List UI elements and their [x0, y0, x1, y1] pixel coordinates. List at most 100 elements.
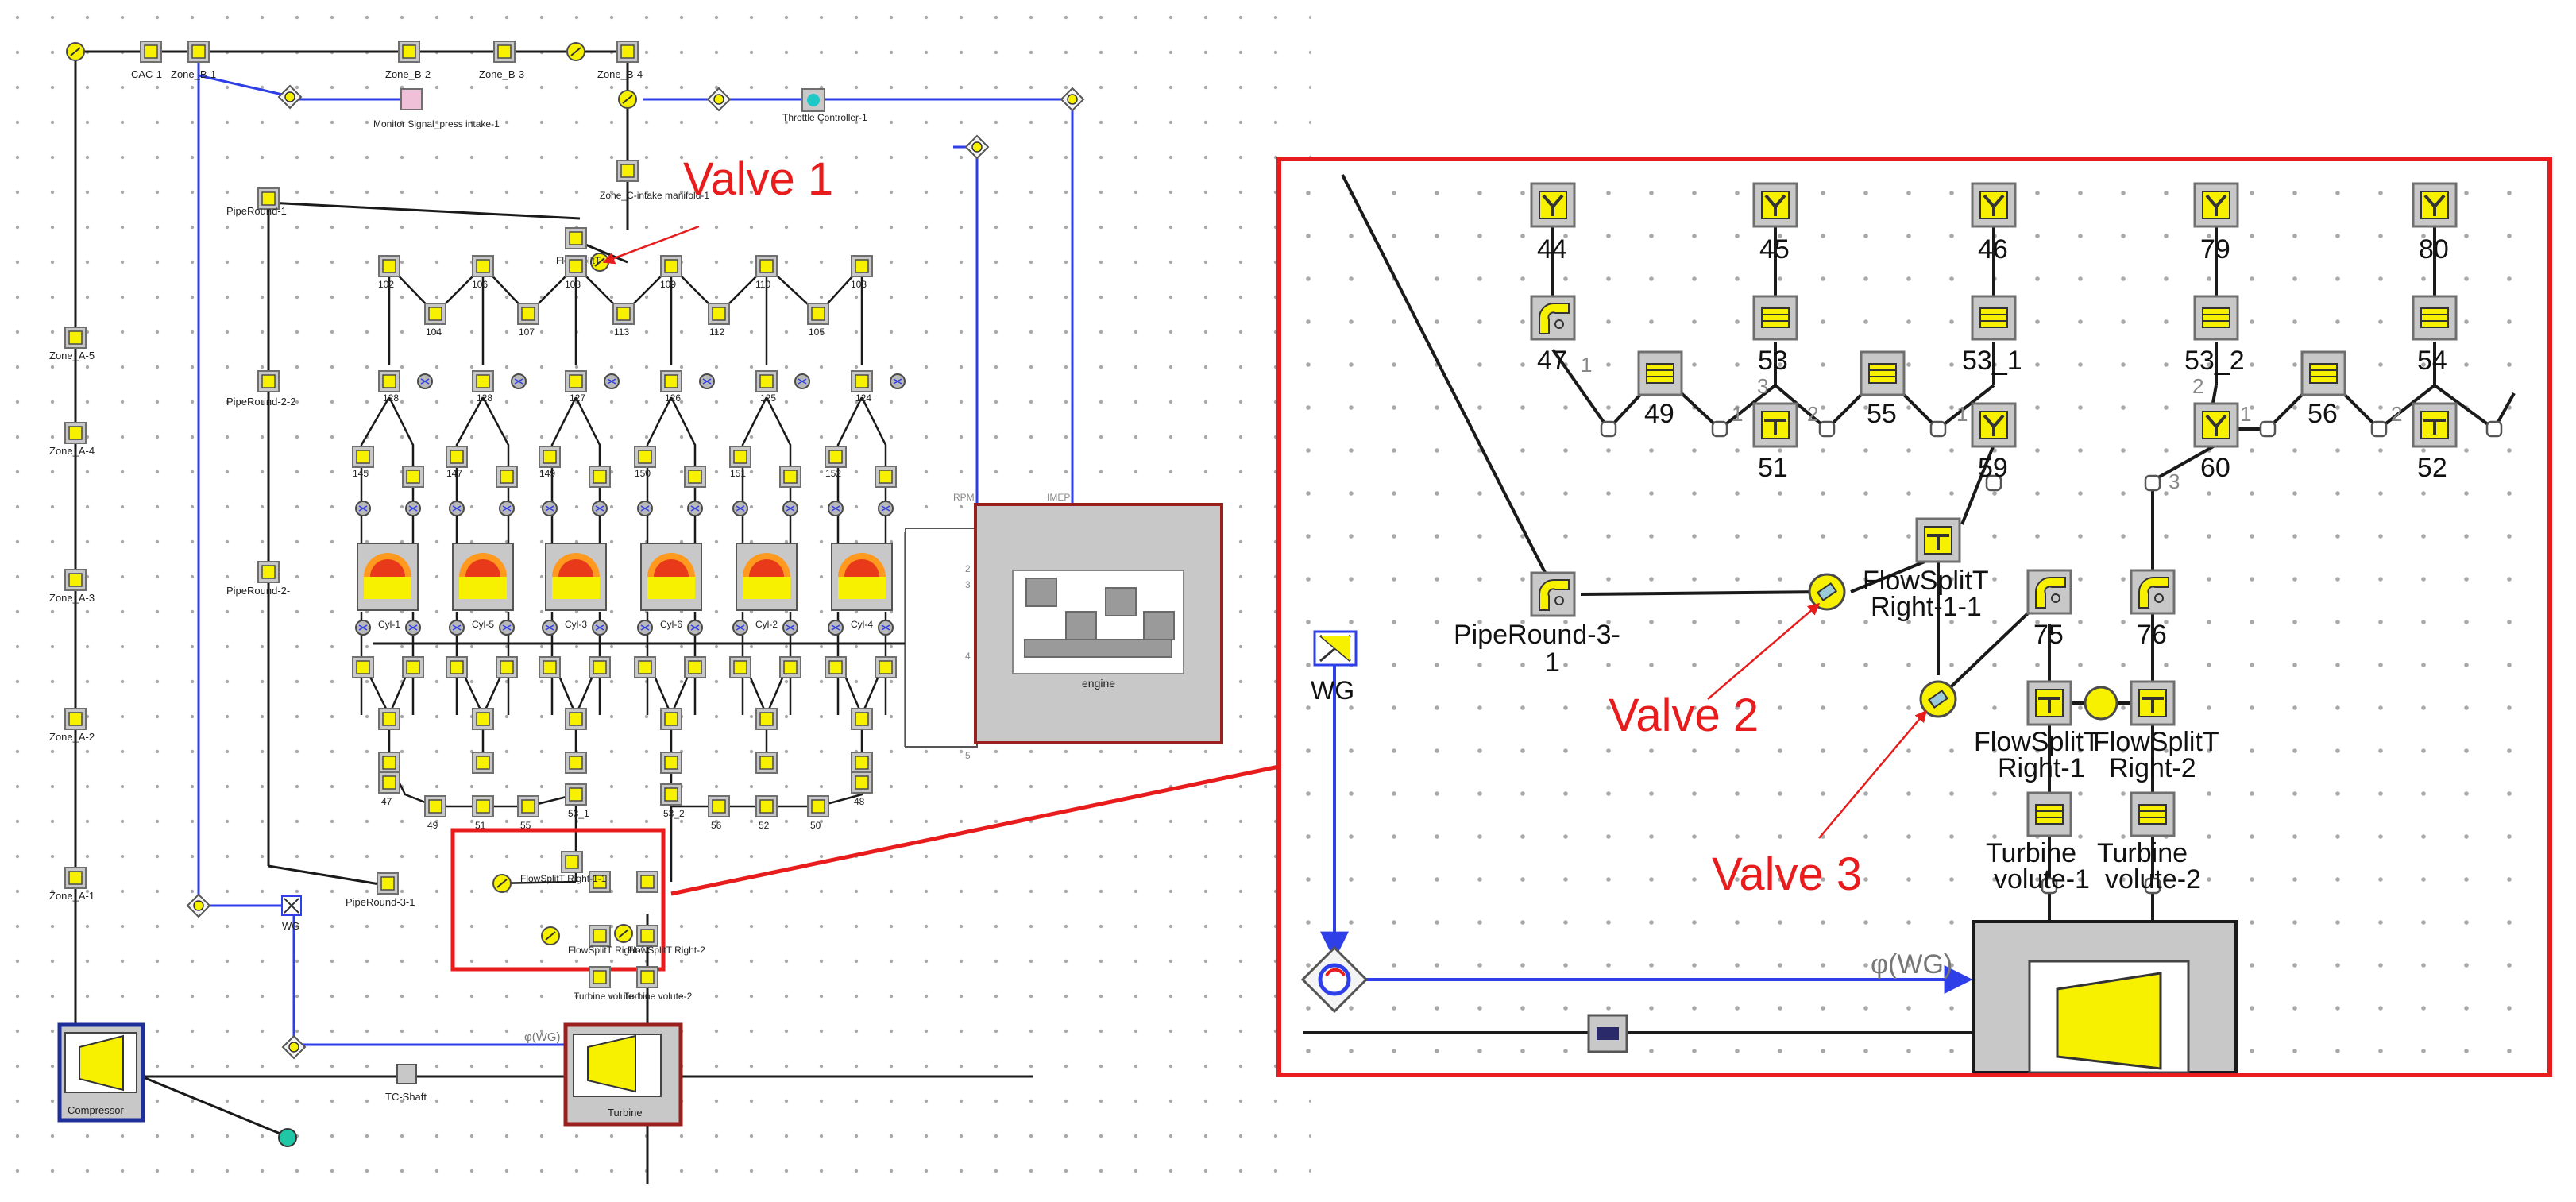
label-turbine-volute-2-line2: volute-2	[2105, 864, 2201, 895]
intake-valve-a-5	[828, 501, 844, 516]
runner-row3-2	[565, 370, 587, 392]
label-53-2: 53_2	[2184, 346, 2245, 376]
monitor-icon[interactable]	[400, 88, 423, 110]
label-flow-split-right-2: FlowSplitT Right-2	[628, 945, 705, 956]
compressor-block[interactable]: Compressor	[57, 1022, 145, 1123]
injector-4	[794, 373, 810, 389]
label-runner-mid-3: 112	[709, 327, 724, 338]
label-runner-mid-1: 107	[519, 327, 535, 338]
label-flow-split-1-line2: Right-1	[1998, 753, 2085, 783]
label-54: 54	[2417, 346, 2447, 376]
label-port-5: 5	[965, 750, 971, 761]
label-pipe-round-2: PipeRound-2-	[226, 585, 290, 597]
runner-top-1	[472, 255, 494, 277]
label-cylinder-0: Cyl-1	[378, 619, 400, 630]
label-exhaust-6: 56	[711, 820, 722, 831]
label-zone-a-5: Zone_A-5	[49, 350, 95, 361]
zoom-turbine[interactable]	[1972, 920, 2238, 1074]
label-52: 52	[2417, 453, 2447, 483]
wastegate[interactable]: WG φ(WG)	[187, 894, 561, 1059]
label-valve-1: Valve 1	[683, 153, 833, 205]
label-runner-row3-2: 127	[570, 392, 585, 404]
exhaust-port-a-0	[352, 656, 374, 678]
injector-5	[890, 373, 906, 389]
label-80: 80	[2419, 234, 2449, 265]
exhaust-flow-split: FlowSplitT Right-1-1 FlowSplitT Right-1 …	[450, 828, 705, 1002]
exhaust-valve-b-4	[782, 620, 798, 636]
exhaust-runner-4	[755, 752, 778, 774]
label-runner-mid-2: 113	[614, 327, 629, 338]
injector-0	[417, 373, 433, 389]
label-exhaust-8: 50	[810, 820, 821, 831]
label-56: 56	[2308, 399, 2338, 429]
runner-row4b-3	[684, 466, 706, 488]
exhaust-merge-1	[472, 708, 494, 730]
label-manifold: Zone_C-intake manifold-1	[600, 190, 709, 201]
exhaust-collector-3	[517, 795, 539, 817]
label-flow-split-1-1: FlowSplitT Right-1-1	[1863, 566, 1996, 622]
exhaust-collector-9	[851, 771, 873, 794]
label-45: 45	[1759, 234, 1790, 265]
runner-mid-0	[424, 303, 446, 325]
turbine-block[interactable]: Turbine	[563, 1022, 683, 1127]
label-runner-row4-2: 149	[539, 468, 555, 479]
label-runner-top-3: 109	[660, 279, 676, 290]
port-2a: 2	[1807, 402, 1818, 426]
exhaust-valve-b-5	[878, 620, 894, 636]
intake-valve-a-3	[637, 501, 653, 516]
runner-row3-5	[851, 370, 873, 392]
zoom-third-row: 49 55 56 51 59 60 52 1 3 2 1 2 1 3 2 1	[1581, 350, 2503, 493]
label-turbine-volute-1-line2: volute-1	[1994, 864, 2090, 895]
label-exhaust-5: 53_2	[663, 808, 685, 819]
label-monitor: Monitor Signal_press intake-1	[373, 118, 500, 129]
zoom-panel: 44 45 46 79 80 47 53 53_1 53_2 54	[1276, 157, 2552, 1077]
exhaust-collector-5	[660, 783, 682, 806]
label-flow-split-2: FlowSplitT Right-2	[2093, 727, 2226, 783]
zoom-second-row: 47 53 53_1 53_2 54	[1530, 295, 2458, 376]
label-79: 79	[2200, 234, 2230, 265]
zoom-wastegate[interactable]: WG φ(WG)	[1300, 630, 1952, 1053]
label-cylinder-1: Cyl-5	[472, 619, 494, 630]
label-exhaust-9: 48	[854, 796, 865, 807]
exhaust-valve-a-5	[828, 620, 844, 636]
label-zone-b-3: Zone_B-3	[479, 68, 524, 80]
port-1b: 1	[1732, 402, 1743, 426]
label-runner-top-1: 106	[472, 279, 488, 290]
label-60: 60	[2200, 453, 2230, 483]
label-flow-split-2-line2: Right-2	[2109, 753, 2196, 783]
label-port-3: 3	[965, 579, 971, 590]
port-3b: 3	[2169, 470, 2180, 493]
label-runner-row4-5: 152	[825, 468, 841, 479]
exhaust-port-b-0	[402, 656, 424, 678]
label-53: 53	[1758, 346, 1788, 376]
runner-mid-4	[807, 303, 829, 325]
exhaust-collector-4	[565, 783, 587, 806]
injector-1	[511, 373, 527, 389]
label-zone-a-3: Zone_A-3	[49, 592, 95, 604]
exhaust-collector-2	[472, 795, 494, 817]
exhaust-valve-b-1	[499, 620, 515, 636]
runner-mid-1	[517, 303, 539, 325]
label-46: 46	[1978, 234, 2008, 265]
exhaust-merge-3	[660, 708, 682, 730]
label-turbine-volute-2: Turbine volute-2	[624, 991, 693, 1002]
label-zone-a-1: Zone_A-1	[49, 890, 95, 902]
engine-block[interactable]: engine RPM IMEP 2 3 4 5	[905, 492, 1223, 761]
zone-a-column: Zone_A-5 Zone_A-4 Zone_A-3 Zone_A-2 Zone…	[49, 327, 95, 902]
zoom-connector	[670, 764, 1280, 896]
label-runner-row4-0: 145	[353, 468, 369, 479]
label-runner-mid-0: 104	[426, 327, 442, 338]
valve-1-annotation: Valve 1	[602, 153, 833, 265]
label-runner-row3-4: 125	[760, 392, 776, 404]
label-throttle: Throttle Controller-1	[782, 112, 867, 123]
exhaust-merge-5	[851, 708, 873, 730]
runner-row4b-4	[779, 466, 801, 488]
label-pipe-round-2-2: PipeRound-2-2	[226, 396, 295, 408]
intake-top-row: CAC-1 Zone_B-1 Zone_B-2 Zone_B-3 Zone_B-…	[66, 41, 1084, 201]
label-turbine-volute-1-zoom: Turbine volute-1	[1986, 838, 2090, 895]
tc-shaft: TC-Shaft	[278, 1064, 427, 1147]
label-cylinder-2: Cyl-3	[565, 619, 587, 630]
exhaust-collector-0	[378, 771, 400, 794]
exhaust-runner-0	[378, 752, 400, 774]
label-76: 76	[2137, 620, 2167, 650]
